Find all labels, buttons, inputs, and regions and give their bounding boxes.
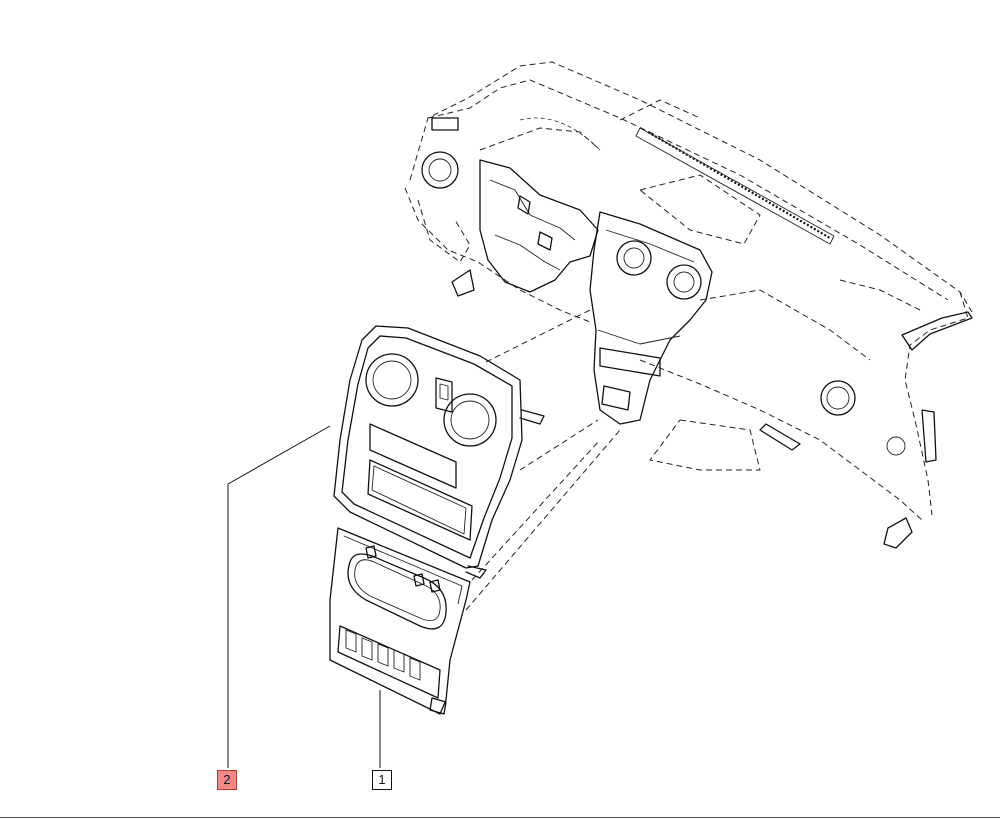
leader-line-2 [227,425,331,768]
assembly-guide-lines [465,309,621,611]
callout-2[interactable]: 2 [217,770,237,790]
part-1-lower-panel [329,527,471,715]
dashboard-assembly [404,61,973,549]
callout-1[interactable]: 1 [372,770,392,790]
bottom-divider [0,817,1000,818]
part-2-upper-bezel [333,325,545,579]
callout-leaders [227,425,381,768]
